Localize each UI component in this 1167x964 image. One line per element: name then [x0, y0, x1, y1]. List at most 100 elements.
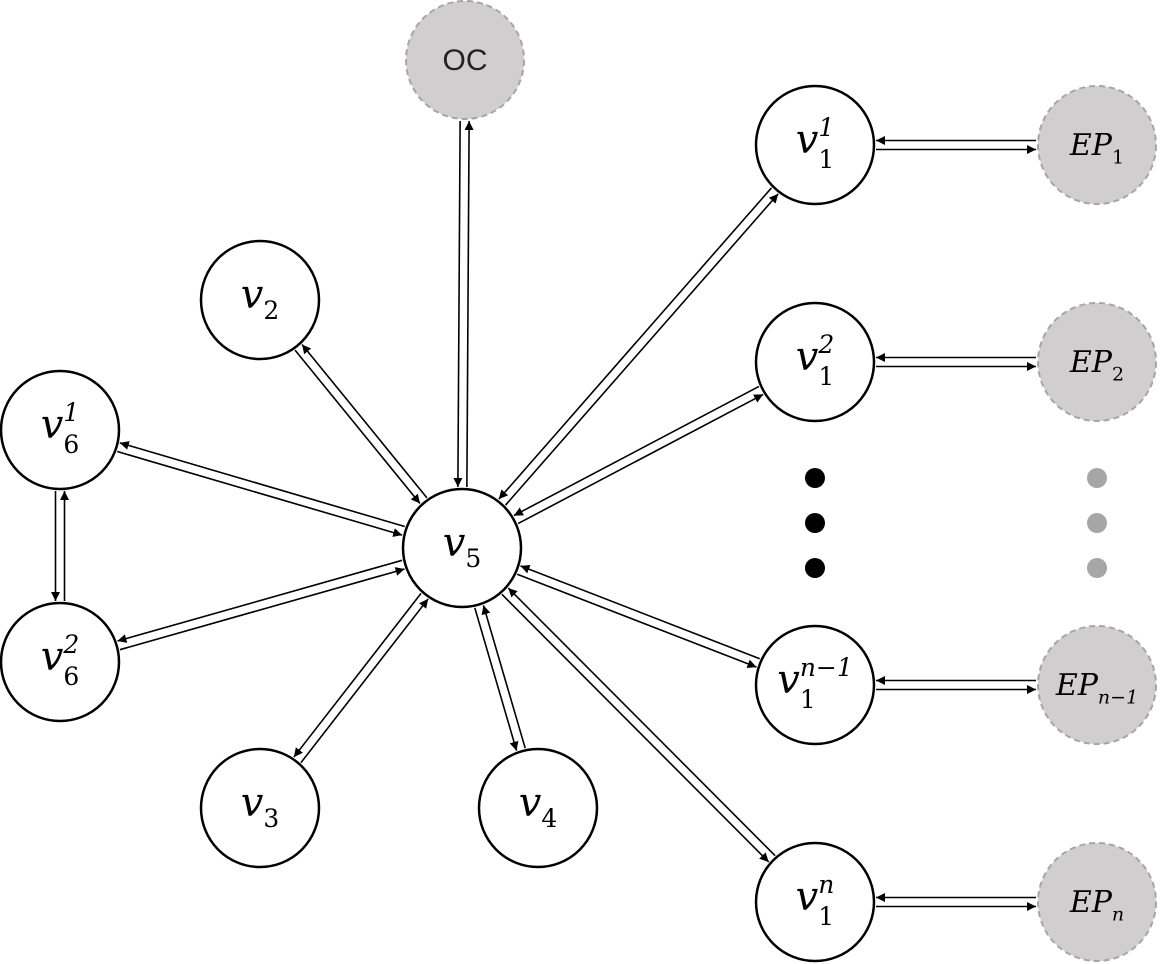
- node-circle-epn1: [1037, 625, 1157, 745]
- label-superscript: 1: [63, 398, 79, 427]
- node-label-v3: v3: [241, 780, 280, 833]
- ellipsis-dot-left-3: [805, 558, 825, 578]
- ellipsis: [805, 468, 1107, 578]
- ellipsis-dot-right-3: [1087, 558, 1107, 578]
- node-label-epn1: EPn−1: [1055, 668, 1138, 708]
- arrow-v1n-to-v5: [507, 587, 776, 857]
- node-label-v12: v2 1: [796, 330, 835, 391]
- label-subscript: 4: [541, 804, 557, 833]
- edge-v61-v62: [51, 491, 69, 601]
- node-epn1: EPn−1: [1037, 625, 1157, 745]
- node-oc: OC: [405, 0, 525, 120]
- arrow-v62-to-v5: [119, 567, 405, 651]
- label-base: EP: [1069, 128, 1113, 163]
- edge-v5-v11: [498, 187, 779, 506]
- label-superscript: 1: [818, 113, 834, 142]
- arrow-v5-to-v1n: [501, 593, 770, 863]
- label-base: EP: [1069, 885, 1113, 920]
- ellipsis-dot-left-1: [805, 468, 825, 488]
- edge-v5-v62: [117, 559, 405, 651]
- arrow-v11-to-v5: [498, 187, 773, 500]
- edge-v5-v3: [293, 592, 429, 764]
- edge-v5-v1n: [501, 587, 776, 863]
- node-circle-epn: [1037, 842, 1157, 962]
- arrow-v5-to-v62: [117, 559, 403, 643]
- node-circle-v61: [0, 369, 121, 491]
- label-subscript: 5: [465, 544, 481, 573]
- arrow-v5-to-v4: [474, 607, 519, 751]
- arrow-v5-to-v1n1: [516, 573, 757, 669]
- node-circle-v62: [0, 601, 121, 723]
- label-superscript: n: [818, 870, 834, 899]
- edge-v5-oc: [453, 120, 474, 488]
- arrow-v5-to-v2: [301, 343, 428, 499]
- node-label-epn: EPn: [1069, 885, 1124, 925]
- arrow-v2-to-v5: [294, 349, 421, 505]
- node-v5: v5: [401, 487, 523, 609]
- node-circle-v12: [754, 301, 876, 423]
- node-circle-v1n1: [754, 624, 876, 746]
- edge-v12-ep2: [876, 353, 1036, 371]
- label-subscript: n: [1112, 903, 1124, 925]
- edge-v5-v12: [513, 385, 764, 525]
- label-superscript: 2: [62, 630, 79, 659]
- label-subscript: 1: [800, 685, 816, 714]
- node-ep1: EP1: [1037, 85, 1157, 205]
- node-circle-v2: [199, 239, 321, 361]
- arrow-v5-to-v12: [517, 393, 764, 525]
- edge-v5-v4: [474, 605, 526, 751]
- node-circle-ep1: [1037, 85, 1157, 205]
- label-subscript: 1: [1112, 146, 1124, 168]
- node-v2: v2: [199, 239, 321, 361]
- edge-v5-v1n1: [516, 564, 761, 669]
- arrow-v5-to-v3: [293, 592, 422, 758]
- node-label-v5: v5: [443, 520, 482, 573]
- node-label-v4: v4: [519, 780, 558, 833]
- label-base: v: [796, 874, 819, 920]
- label-base: v: [519, 780, 542, 826]
- ellipsis-dot-left-2: [805, 513, 825, 533]
- label-base: EP: [1055, 668, 1099, 703]
- node-circle-oc: [405, 0, 525, 120]
- label-subscript: 1: [818, 362, 834, 391]
- label-superscript: 2: [817, 330, 834, 359]
- label-subscript: 2: [1112, 363, 1124, 385]
- arrow-v4-to-v5: [481, 605, 526, 749]
- node-v11: v1 1: [754, 84, 876, 206]
- arrow-v5-to-v61: [119, 441, 405, 528]
- node-epn: EPn: [1037, 842, 1157, 962]
- label-subscript: 2: [263, 296, 279, 325]
- label-base: v: [443, 520, 466, 566]
- arrow-v1n1-to-v5: [520, 564, 761, 660]
- label-base: v: [241, 272, 264, 318]
- node-circle-v11: [754, 84, 876, 206]
- label-superscript: n−1: [800, 653, 853, 682]
- node-label-ep2: EP2: [1069, 345, 1124, 385]
- label-base: v: [41, 634, 64, 680]
- edge-v11-ep1: [876, 136, 1036, 154]
- ellipsis-dot-right-1: [1087, 468, 1107, 488]
- node-label-v2: v2: [241, 272, 280, 325]
- edges: [51, 120, 1036, 911]
- node-circle-v5: [401, 487, 523, 609]
- label-base: v: [241, 780, 264, 826]
- node-v12: v2 1: [754, 301, 876, 423]
- node-v1n: vn 1: [754, 841, 876, 963]
- label-base: v: [796, 334, 819, 380]
- node-circle-ep2: [1037, 302, 1157, 422]
- edge-v1n-epn: [876, 893, 1036, 911]
- label-subscript: 1: [818, 902, 834, 931]
- arrow-v5-to-oc: [464, 121, 474, 488]
- label-subscript: 1: [818, 145, 834, 174]
- label-base: v: [796, 117, 819, 163]
- label-subscript: 3: [263, 804, 279, 833]
- node-ep2: EP2: [1037, 302, 1157, 422]
- label-subscript: 6: [63, 430, 79, 459]
